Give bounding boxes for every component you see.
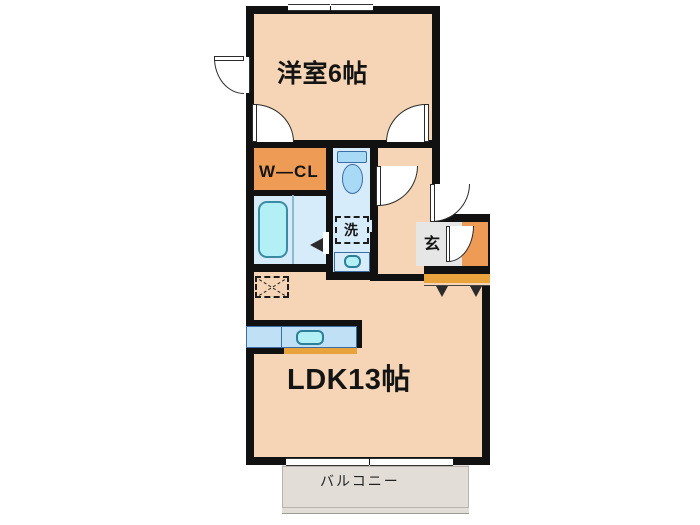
wall-toilet-right — [370, 146, 378, 220]
wall-bath-bottom — [246, 264, 328, 272]
walkin-closet-area — [254, 148, 328, 194]
bedroom-door-leaf[interactable] — [424, 104, 429, 142]
washing-machine-slot — [335, 216, 369, 244]
kitchen-stove-area — [246, 326, 282, 348]
ldk-balcony-window-right — [370, 458, 453, 466]
balcony-label: バルコニー — [320, 473, 400, 489]
wall-bedroom-right-step — [432, 140, 440, 222]
wall-under-closet — [246, 190, 328, 196]
kitchen-counter-shadow — [246, 348, 284, 354]
ldk-storage-hatch-cross — [257, 277, 287, 297]
bedroom-side-door-frame — [243, 57, 250, 93]
ldk-label: LDK13帖 — [287, 364, 411, 396]
toilet-bowl-icon — [342, 164, 363, 194]
bedroom-side-door-leaf[interactable] — [214, 56, 244, 61]
kitchen-sink-bowl-icon — [296, 330, 324, 345]
balcony-right-rail — [469, 464, 473, 514]
entrance-step — [424, 274, 490, 283]
bedroom-side-door-arc[interactable] — [214, 58, 244, 94]
kitchen-counter-edge — [283, 348, 357, 354]
toilet-door-leaf[interactable] — [376, 166, 381, 206]
entrance-marker-left-icon — [436, 286, 448, 297]
entrance-step-underline — [424, 283, 490, 286]
entrance-label: 玄 — [424, 236, 441, 253]
ldk-floor — [254, 274, 482, 457]
toilet-tank-icon — [337, 151, 367, 163]
washbasin-bowl-icon — [344, 255, 361, 268]
kitchen-back-wall — [246, 320, 362, 326]
bath-door-arrow-icon — [310, 238, 323, 252]
wall-entrance-top — [432, 214, 490, 222]
bedroom-window-right — [331, 4, 373, 11]
wall-hallway-ldk — [370, 274, 440, 281]
balcony-inner-outline — [282, 466, 469, 508]
front-door-leaf[interactable] — [446, 226, 450, 262]
bath-divider-line — [292, 195, 294, 264]
wall-entrance-bottom — [424, 266, 490, 274]
washroom-label: 洗 — [344, 222, 359, 238]
kitchen-side-wall — [355, 320, 362, 348]
wall-bedroom-bottom — [246, 140, 440, 148]
walkin-closet-label: W—CL — [259, 162, 319, 181]
ldk-balcony-window-left — [286, 458, 369, 466]
wall-washroom-right — [370, 232, 378, 274]
entrance-door-leaf[interactable] — [430, 184, 435, 222]
balcony-left-rail — [278, 464, 282, 514]
wall-bath-right — [326, 146, 333, 274]
entrance-marker-right-icon — [470, 286, 482, 297]
bedroom-window-left — [288, 4, 330, 11]
bathtub-icon — [258, 201, 288, 258]
bath-door-gap — [323, 232, 329, 254]
wall-washroom-bottom — [326, 272, 378, 280]
bedroom-label: 洋室6帖 — [277, 60, 368, 88]
closet-door-leaf[interactable] — [252, 104, 257, 142]
